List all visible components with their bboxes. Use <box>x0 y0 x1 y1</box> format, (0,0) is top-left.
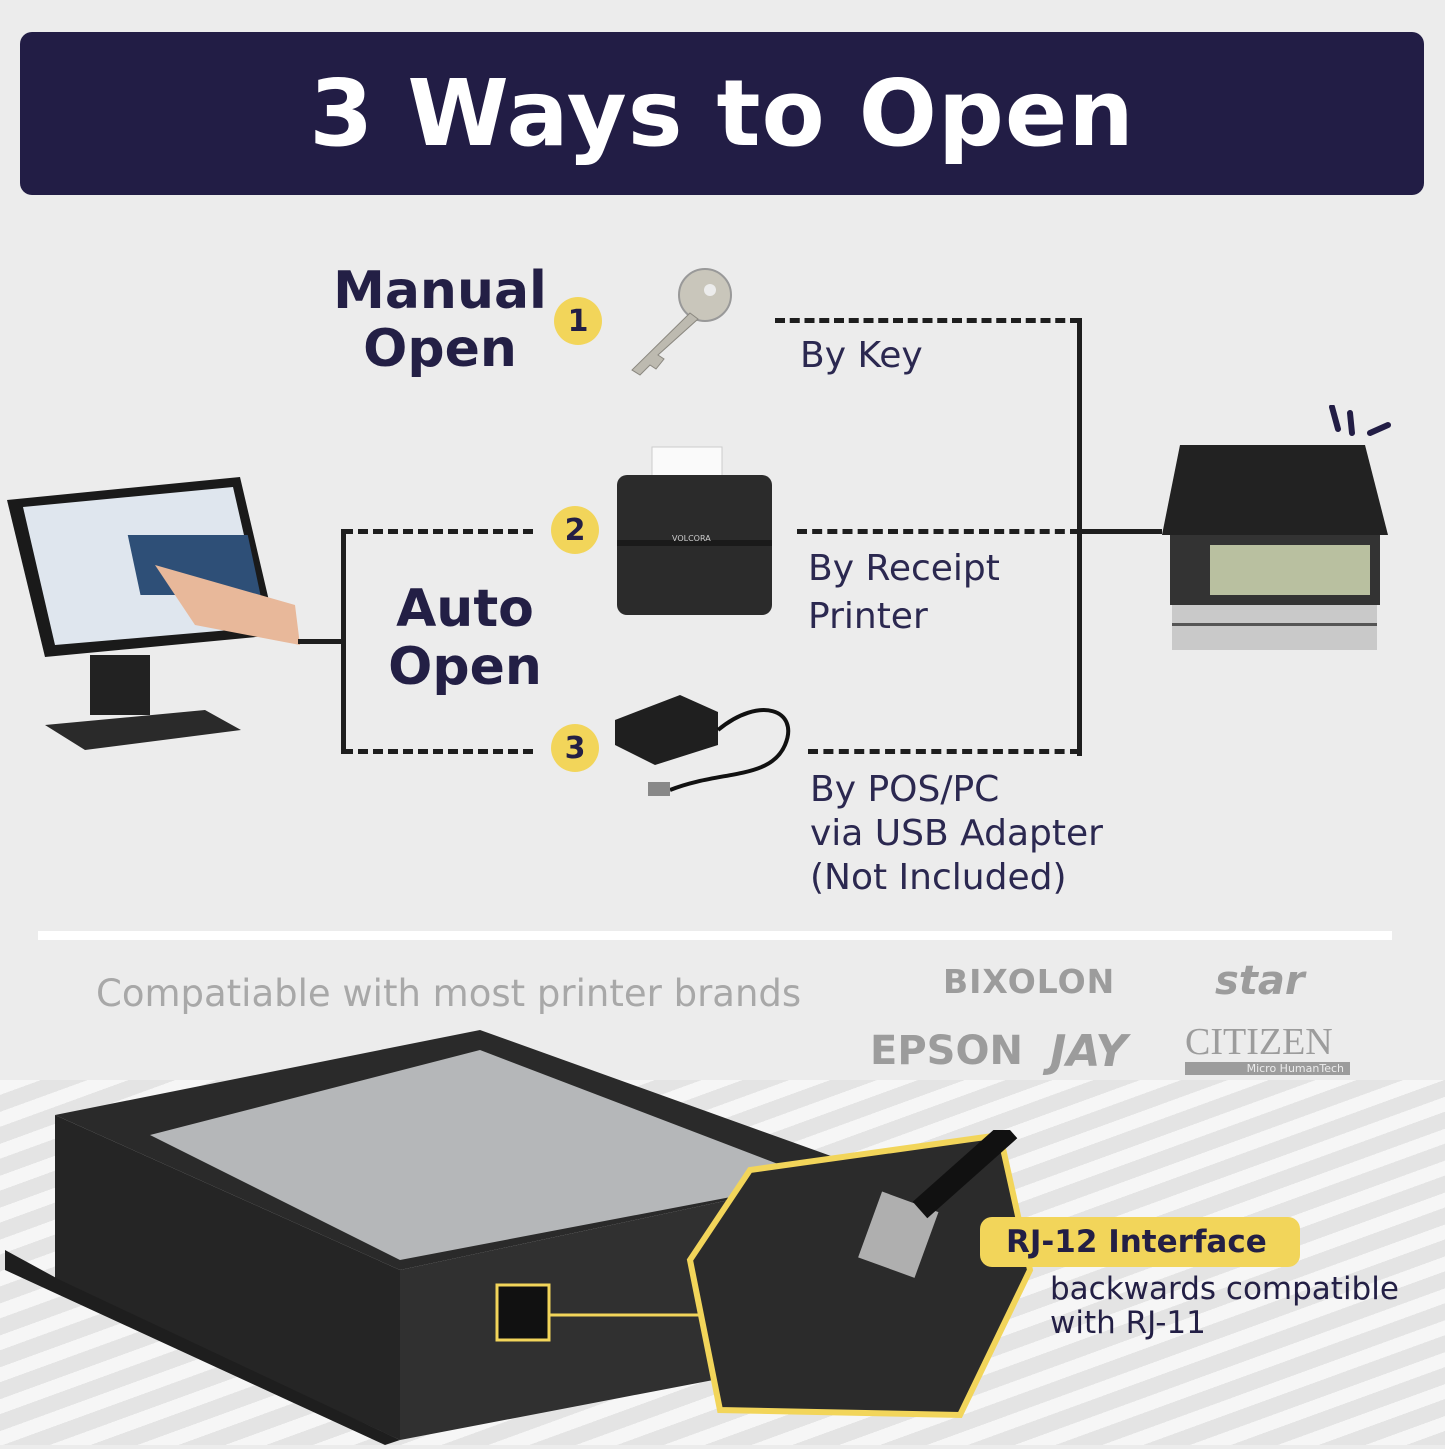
heading-line: Auto <box>396 579 534 639</box>
by-key-label: By Key <box>800 335 923 376</box>
label-line: Printer <box>808 596 928 637</box>
monitor-connector <box>298 639 345 644</box>
compatibility-text: Compatiable with most printer brands <box>96 972 802 1015</box>
step-3-badge: 3 <box>551 724 599 772</box>
heading-line: Open <box>388 637 542 697</box>
desc-line: backwards compatible <box>1050 1271 1399 1307</box>
citizen-subtitle: Micro HumanTech <box>1185 1062 1350 1075</box>
rj12-description: backwards compatible with RJ-11 <box>1050 1272 1399 1340</box>
rj12-zoom-inset <box>680 1121 1040 1420</box>
desc-line: with RJ-11 <box>1050 1305 1206 1341</box>
divider <box>38 931 1392 940</box>
drawer-connector <box>1080 529 1162 534</box>
usb-branch <box>343 749 533 754</box>
label-line: (Not Included) <box>810 857 1067 898</box>
key-connector <box>775 318 1080 323</box>
brand-jay: JAY <box>1050 1026 1128 1077</box>
printer-branch <box>343 529 533 534</box>
label-line: By Receipt <box>808 548 1000 589</box>
step-2-badge: 2 <box>551 506 599 554</box>
brand-bixolon: BIXOLON <box>943 962 1116 1001</box>
by-pos-label: By POS/PC via USB Adapter (Not Included) <box>810 768 1103 900</box>
printer-connector <box>797 529 1080 534</box>
printer-brand: VOLCORA <box>672 534 711 543</box>
step-1-badge: 1 <box>554 297 602 345</box>
auto-bracket <box>341 529 346 754</box>
manual-open-heading: Manual Open <box>330 262 550 378</box>
brand-epson: EPSON <box>870 1028 1023 1074</box>
usb-adapter-image <box>610 690 800 802</box>
label-line: By POS/PC <box>810 769 1000 810</box>
usb-connector <box>808 749 1080 754</box>
rj12-label: RJ-12 Interface <box>980 1217 1300 1267</box>
receipt-printer-image: VOLCORA <box>612 445 780 617</box>
key-icon <box>620 265 735 380</box>
auto-open-heading: Auto Open <box>370 580 560 696</box>
brand-citizen: CITIZEN Micro HumanTech <box>1185 1022 1350 1075</box>
heading-line: Open <box>363 319 517 379</box>
citizen-logo: CITIZEN <box>1185 1021 1333 1063</box>
by-printer-label: By Receipt Printer <box>808 545 1000 641</box>
brand-star: star <box>1215 958 1305 1004</box>
connector-vertical <box>1077 318 1082 756</box>
page-title: 3 Ways to Open <box>309 60 1135 167</box>
cash-drawer-image <box>1160 404 1395 655</box>
title-banner: 3 Ways to Open <box>20 32 1424 195</box>
label-line: via USB Adapter <box>810 813 1103 854</box>
heading-line: Manual <box>333 261 547 321</box>
pos-monitor-image <box>5 475 305 760</box>
